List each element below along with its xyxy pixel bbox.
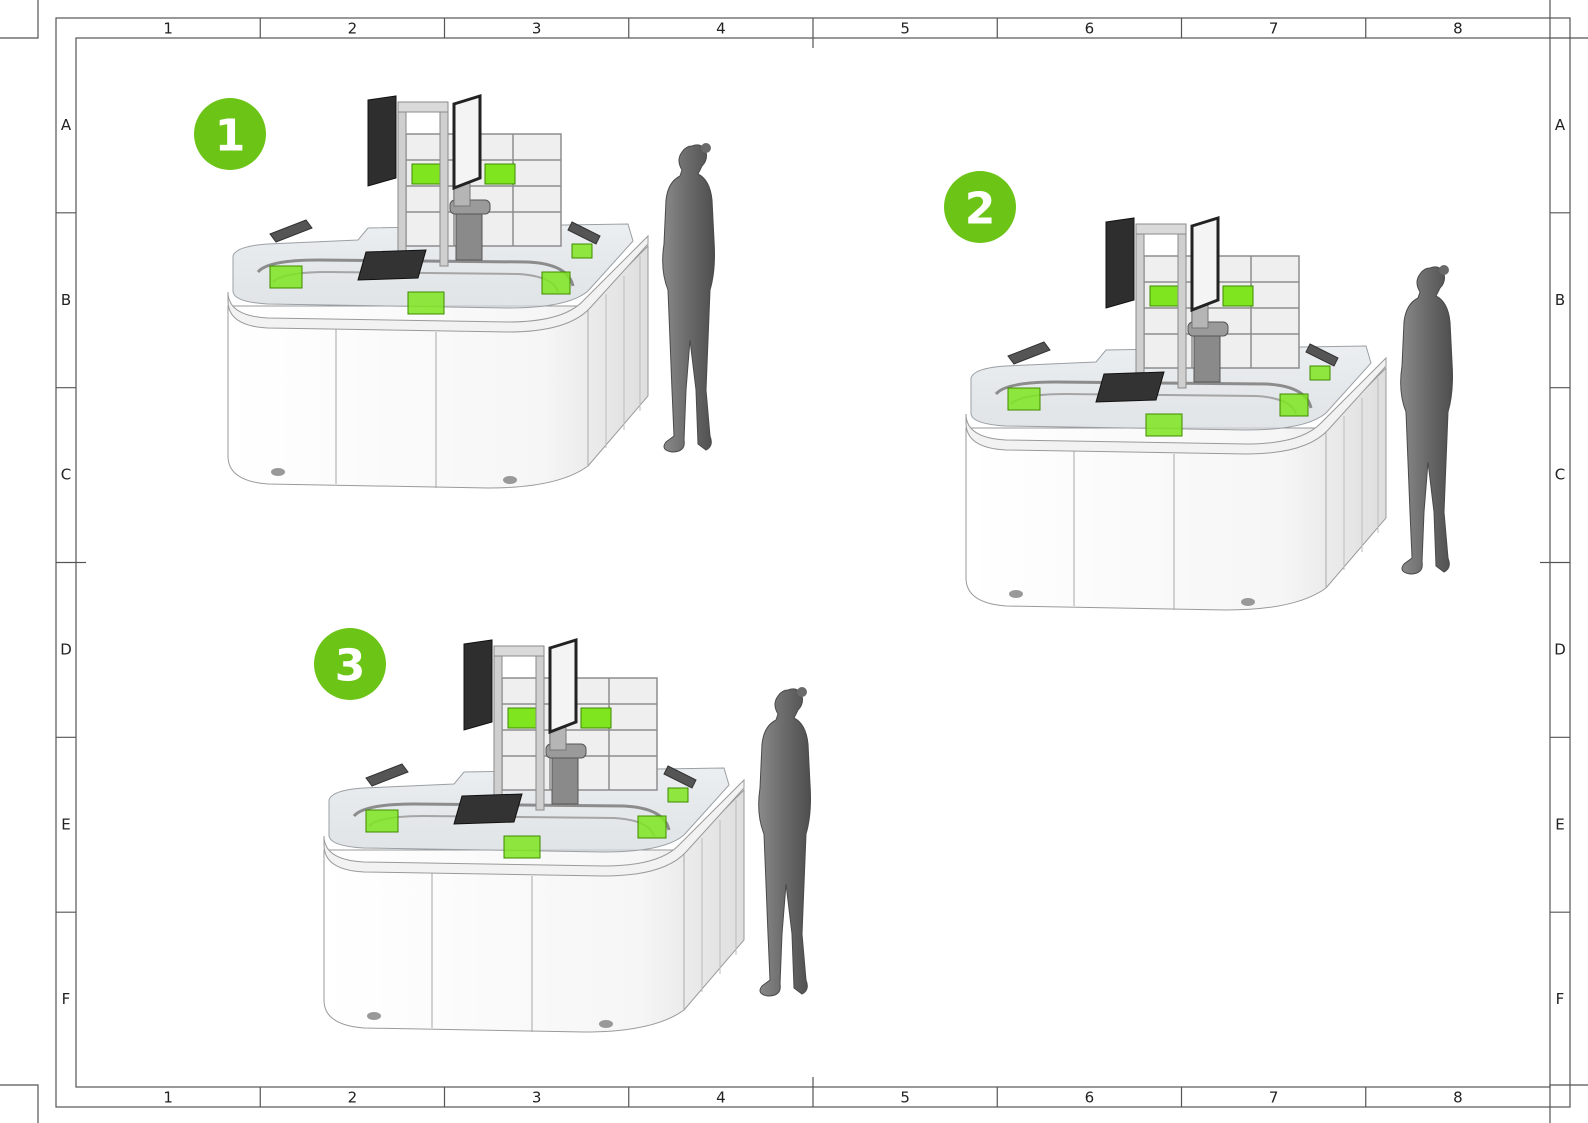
column-label: 3 (532, 20, 542, 38)
variant-1-person-figure (662, 142, 715, 453)
column-labels-top: 1 2 3 4 5 6 7 8 (163, 20, 1462, 38)
column-label: 1 (163, 20, 173, 38)
variant-3-group: 3 (314, 628, 811, 1034)
row-label: F (1556, 990, 1565, 1008)
column-label: 8 (1453, 20, 1463, 38)
column-label: 6 (1085, 20, 1095, 38)
row-labels-right: A B C D E F (1554, 116, 1566, 1008)
variant-3-badge-circle (314, 628, 386, 700)
variant-3-badge-label: 3 (335, 641, 366, 692)
variant-2-badge: 2 (944, 171, 1016, 243)
variant-2-badge-circle (944, 171, 1016, 243)
column-label: 2 (348, 1089, 358, 1107)
variant-2-person-figure (1400, 264, 1453, 575)
variant-3-badge: 3 (314, 628, 386, 700)
row-label: A (1555, 116, 1566, 134)
variant-1-badge-label: 1 (215, 111, 246, 162)
column-label: 6 (1085, 1089, 1095, 1107)
column-label: 4 (716, 20, 726, 38)
column-label: 1 (163, 1089, 173, 1107)
column-label: 5 (900, 1089, 910, 1107)
variant-2-workstation (964, 216, 1388, 612)
column-label: 3 (532, 1089, 542, 1107)
column-label: 7 (1269, 1089, 1279, 1107)
row-label: B (61, 291, 71, 309)
variant-2-badge-label: 2 (965, 184, 996, 235)
row-label: C (61, 466, 71, 484)
column-label: 2 (348, 20, 358, 38)
row-label: E (61, 815, 70, 833)
column-label: 8 (1453, 1089, 1463, 1107)
row-label: F (62, 990, 71, 1008)
variant-3-person-figure (758, 686, 811, 997)
row-label: D (1554, 640, 1566, 658)
row-label: C (1555, 466, 1565, 484)
column-label: 7 (1269, 20, 1279, 38)
column-label: 4 (716, 1089, 726, 1107)
variant-3-workstation (322, 638, 746, 1034)
variant-1-workstation (226, 94, 650, 490)
row-labels-left: A B C D E F (60, 116, 72, 1008)
row-label: A (61, 116, 72, 134)
column-label: 5 (900, 20, 910, 38)
column-labels-bottom: 1 2 3 4 5 6 7 8 (163, 1089, 1462, 1107)
row-label: D (60, 640, 72, 658)
variant-1-group: 1 (194, 94, 715, 490)
variant-1-badge: 1 (194, 98, 266, 170)
variant-2-group: 2 (944, 171, 1453, 612)
variant-1-badge-circle (194, 98, 266, 170)
row-label: B (1555, 291, 1565, 309)
row-label: E (1555, 815, 1564, 833)
